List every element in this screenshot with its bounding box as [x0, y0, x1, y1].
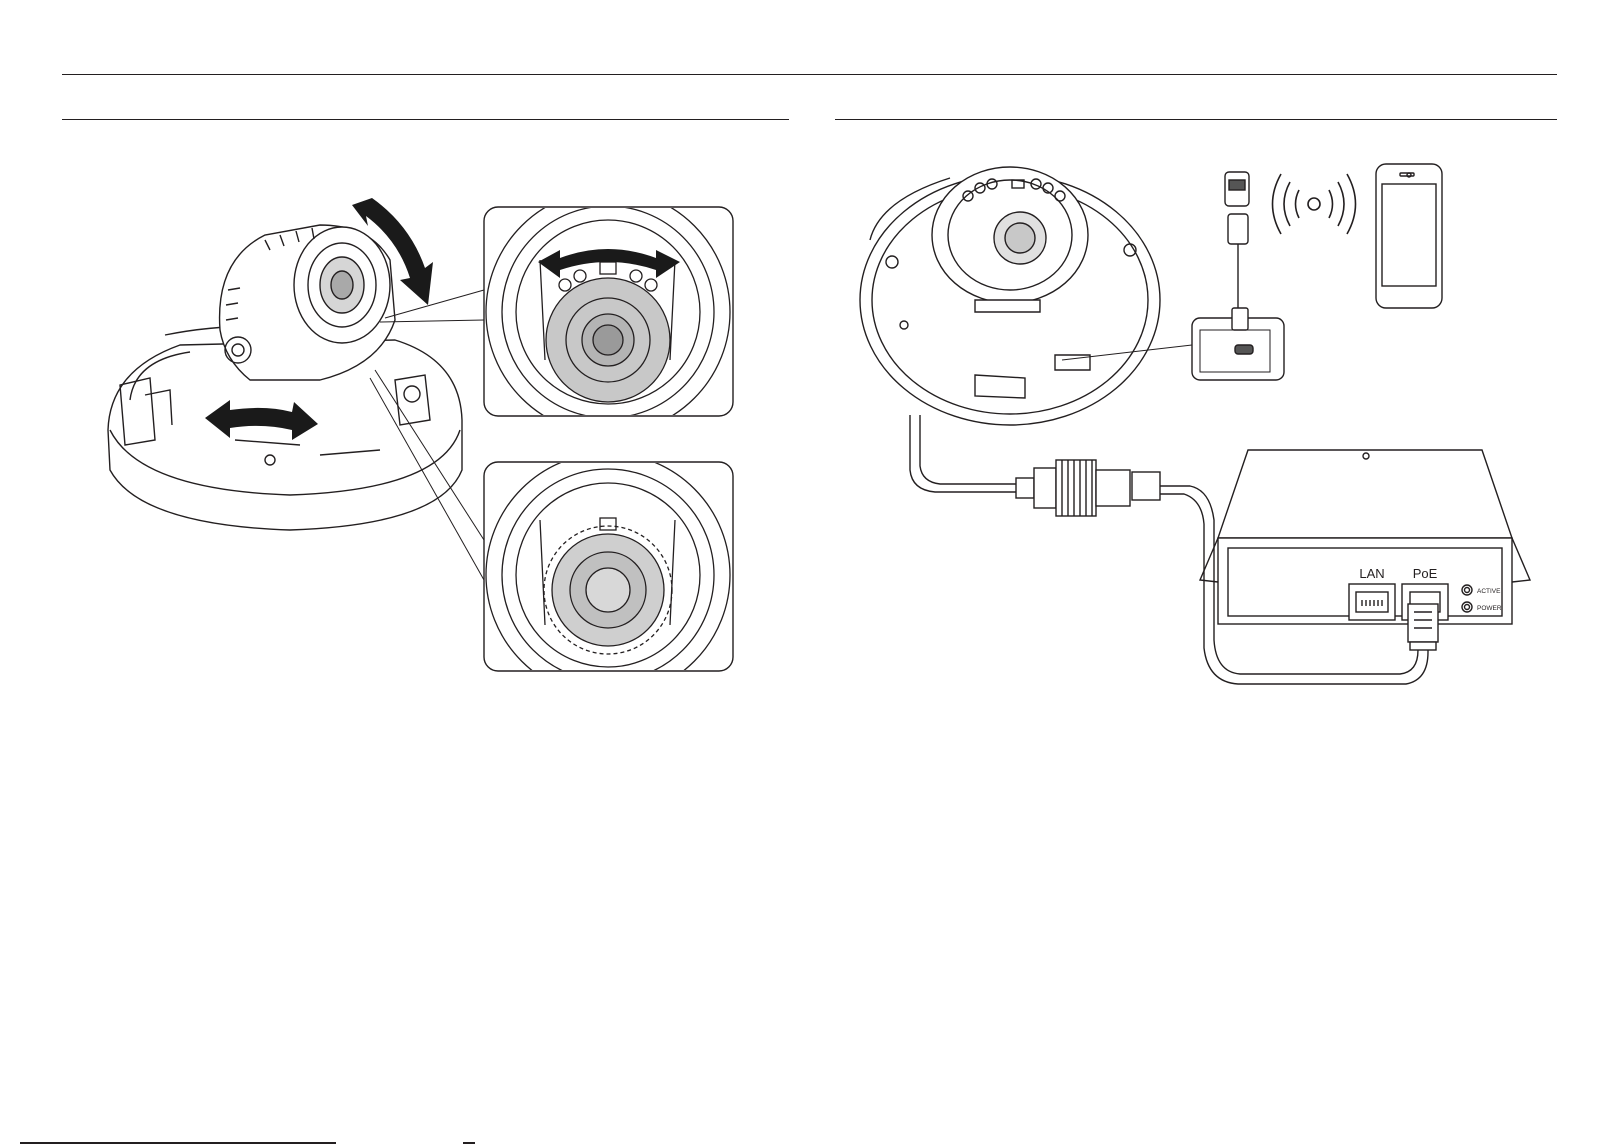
camera-module [220, 225, 395, 380]
inset-lens-rotation [484, 190, 733, 434]
active-led-label: ACTIVE [1477, 588, 1501, 595]
usb-wifi-dongle [1225, 172, 1249, 330]
lens-adjustment-illustration [0, 0, 800, 700]
footer-rule [20, 1142, 336, 1144]
poe-plug [1408, 604, 1438, 650]
poe-port-label: PoE [1413, 566, 1438, 581]
camera-base-top-view [860, 167, 1160, 425]
network-connection-illustration: LAN PoE ACTIVE POWER [800, 0, 1620, 700]
lan-port-label: LAN [1359, 566, 1384, 581]
wifi-signal-icon [1273, 174, 1356, 234]
power-led-label: POWER [1477, 605, 1502, 612]
smartphone [1376, 164, 1442, 308]
inset-lens-close-up [484, 453, 733, 697]
footer-mark [463, 1142, 475, 1144]
lan-port [1349, 584, 1395, 620]
